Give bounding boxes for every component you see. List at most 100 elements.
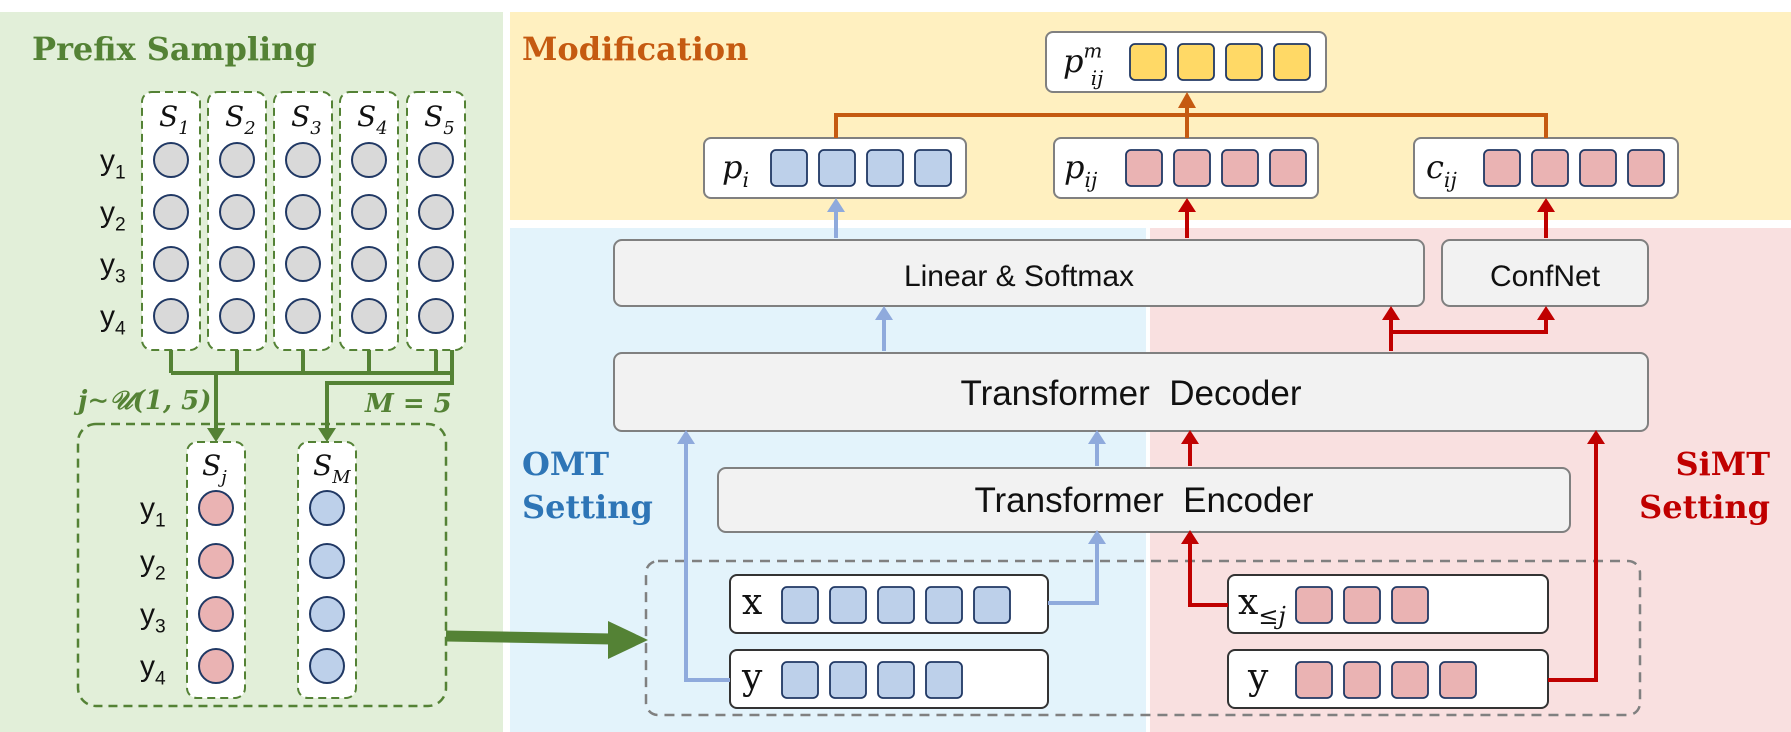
omt-setting-title-line2: Setting (522, 488, 653, 526)
omt-source-label: x (742, 582, 762, 623)
simt-setting-title-line1: SiMT (1676, 445, 1771, 483)
token-circle (418, 246, 454, 282)
probability-cell (818, 149, 856, 187)
prefix-to-input-arrow-shaft (445, 630, 613, 645)
token-cell (877, 661, 915, 699)
row-label-y2: y2 (100, 196, 126, 235)
token-circle (351, 194, 387, 230)
token-circle (219, 142, 255, 178)
row-label-y3: y3 (100, 248, 126, 287)
row-labels-top: y1 y2 y3 y4 (100, 144, 126, 339)
confidence-label: cij (1426, 148, 1457, 192)
transformer-decoder-label: Transformer Decoder (960, 374, 1301, 413)
omt-distribution-label: pi (722, 148, 749, 192)
token-circle (153, 194, 189, 230)
linear-softmax-box (613, 239, 1425, 307)
token-circle (285, 298, 321, 334)
token-circle (418, 298, 454, 334)
token-circle (309, 596, 345, 632)
probability-cell (1225, 43, 1263, 81)
sampled-columns: Sj SM (186, 441, 357, 699)
transformer-decoder-box (613, 352, 1649, 432)
sample-label-s5: S5 (424, 100, 455, 139)
token-circle (198, 648, 234, 684)
token-circle (351, 142, 387, 178)
simt-target-label: y (1247, 657, 1269, 698)
linear-softmax-label: Linear & Softmax (904, 260, 1134, 293)
simt-distribution-label: pij (1064, 148, 1098, 192)
token-circle (351, 298, 387, 334)
sample-label-s2: S2 (225, 100, 256, 139)
confidence-cell (1579, 149, 1617, 187)
omt-target-label: y (741, 657, 763, 698)
token-cell (1391, 661, 1429, 699)
token-cell (829, 586, 867, 624)
token-cell (1343, 661, 1381, 699)
sample-label-s1: S1 (159, 100, 190, 139)
simt-source-label: x≤j (1238, 582, 1286, 630)
token-cell (1439, 661, 1477, 699)
token-circle (219, 246, 255, 282)
token-circle (198, 490, 234, 526)
token-circle (153, 298, 189, 334)
row-label-y4: y4 (100, 300, 126, 339)
token-circle (198, 543, 234, 579)
arrow-to-sj (207, 428, 225, 442)
probability-cell (1269, 149, 1307, 187)
confidence-cell (1627, 149, 1665, 187)
token-cell (877, 586, 915, 624)
token-circle (198, 596, 234, 632)
token-circle (219, 194, 255, 230)
token-cell (1343, 586, 1381, 624)
token-circle (153, 246, 189, 282)
token-cell (1295, 586, 1333, 624)
probability-cell (1221, 149, 1259, 187)
probability-cell (1129, 43, 1167, 81)
simt-target-box (1227, 649, 1549, 709)
token-circle (351, 246, 387, 282)
probability-cell (866, 149, 904, 187)
omt-setting-title-line1: OMT (522, 445, 609, 483)
token-circle (285, 194, 321, 230)
row-label-y4: y4 (140, 650, 166, 689)
token-circle (309, 490, 345, 526)
token-cell (781, 661, 819, 699)
token-cell (781, 586, 819, 624)
sample-connector (169, 350, 454, 430)
token-circle (219, 298, 255, 334)
token-circle (153, 142, 189, 178)
token-circle (285, 142, 321, 178)
confidence-cell (1483, 149, 1521, 187)
confidence-cell (1531, 149, 1569, 187)
row-label-y1: y1 (140, 492, 166, 531)
input-region-box (644, 559, 1642, 717)
sample-label-s3: S3 (291, 100, 322, 139)
prefix-sampling-title: Prefix Sampling (32, 30, 317, 68)
simt-setting-title-line2: Setting (1639, 488, 1770, 526)
merge-arrow-head (1178, 92, 1196, 108)
probability-cell (1173, 149, 1211, 187)
modification-title: Modification (522, 30, 748, 68)
simt-flow-arrows (1185, 210, 1598, 682)
arrow-to-sm (318, 428, 336, 442)
sampled-column-sj-label: Sj (202, 449, 227, 488)
probability-cell (1273, 43, 1311, 81)
token-cell (1295, 661, 1333, 699)
token-cell (925, 661, 963, 699)
transformer-encoder-box (717, 467, 1571, 533)
simt-arrow-heads (1178, 198, 1605, 544)
sampled-column-sm-label: SM (313, 449, 351, 488)
transformer-encoder-label: Transformer Encoder (974, 481, 1313, 520)
token-circle (418, 194, 454, 230)
probability-cell (914, 149, 952, 187)
probability-cell (1125, 149, 1163, 187)
row-label-y2: y2 (140, 545, 166, 584)
token-cell (1391, 586, 1429, 624)
row-label-y1: y1 (100, 144, 126, 183)
omt-flow-arrows (684, 210, 1099, 682)
token-circle (418, 142, 454, 178)
sampling-distribution-label: j∼𝒰(1, 5) (73, 386, 211, 416)
